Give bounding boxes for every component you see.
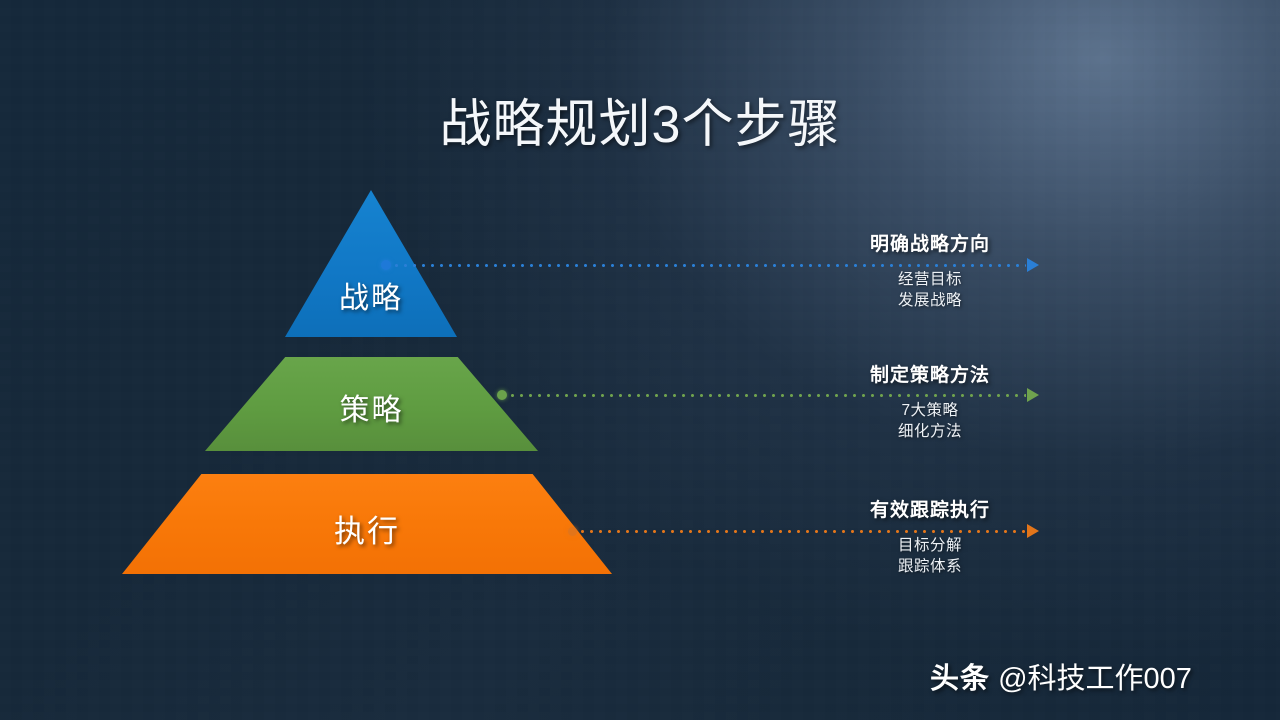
pyramid-level-execution[interactable]: 执行	[122, 474, 612, 574]
arrowhead-icon	[1027, 388, 1039, 402]
callout-detail-line: 目标分解	[897, 537, 962, 554]
callout-strategy: 明确战略方向 经营目标 发展战略	[770, 229, 1090, 312]
arrowhead-icon	[1027, 524, 1039, 538]
watermark-handle: @科技工作007	[998, 663, 1192, 695]
callout-details: 目标分解 跟踪体系	[770, 535, 1090, 578]
pyramid-level-tactics[interactable]: 策略	[205, 357, 538, 451]
callout-heading: 有效跟踪执行	[869, 500, 990, 521]
dotted-line	[392, 263, 1026, 267]
pyramid-level-label: 战略	[339, 281, 403, 315]
callout-detail-line: 细化方法	[897, 423, 962, 441]
connector-arrow-tactics	[497, 388, 1039, 402]
trapezoid-shape	[122, 474, 612, 574]
watermark-brand: 头条	[930, 663, 991, 695]
callout-detail-line: 发展战略	[897, 292, 962, 310]
dotted-line	[578, 529, 1026, 533]
callout-heading: 明确战略方向	[869, 234, 990, 255]
callout-execution: 有效跟踪执行 目标分解 跟踪体系	[770, 495, 1090, 578]
connector-arrow-execution	[568, 524, 1039, 538]
pyramid-diagram: 战略 策略 执行	[122, 190, 612, 574]
callout-tactics: 制定策略方法 7大策略 细化方法	[770, 360, 1090, 443]
page-title: 战略规划3个步骤	[439, 96, 841, 154]
connector-dot-icon	[568, 526, 577, 536]
callout-heading: 制定策略方法	[869, 365, 990, 386]
watermark: 头条 @科技工作007	[930, 655, 1240, 697]
callout-detail-line: 7大策略	[901, 402, 959, 419]
dotted-line	[508, 393, 1026, 397]
pyramid-level-label: 策略	[339, 394, 404, 427]
callout-details: 经营目标 发展战略	[770, 269, 1090, 312]
pyramid-level-label: 执行	[334, 513, 400, 549]
connector-arrow-strategy	[381, 258, 1039, 272]
callout-details: 7大策略 细化方法	[770, 400, 1090, 443]
callout-detail-line: 经营目标	[897, 271, 962, 288]
arrowhead-icon	[1027, 258, 1039, 272]
callout-detail-line: 跟踪体系	[897, 558, 962, 576]
connector-dot-icon	[497, 390, 507, 400]
connector-dot-icon	[381, 260, 391, 270]
